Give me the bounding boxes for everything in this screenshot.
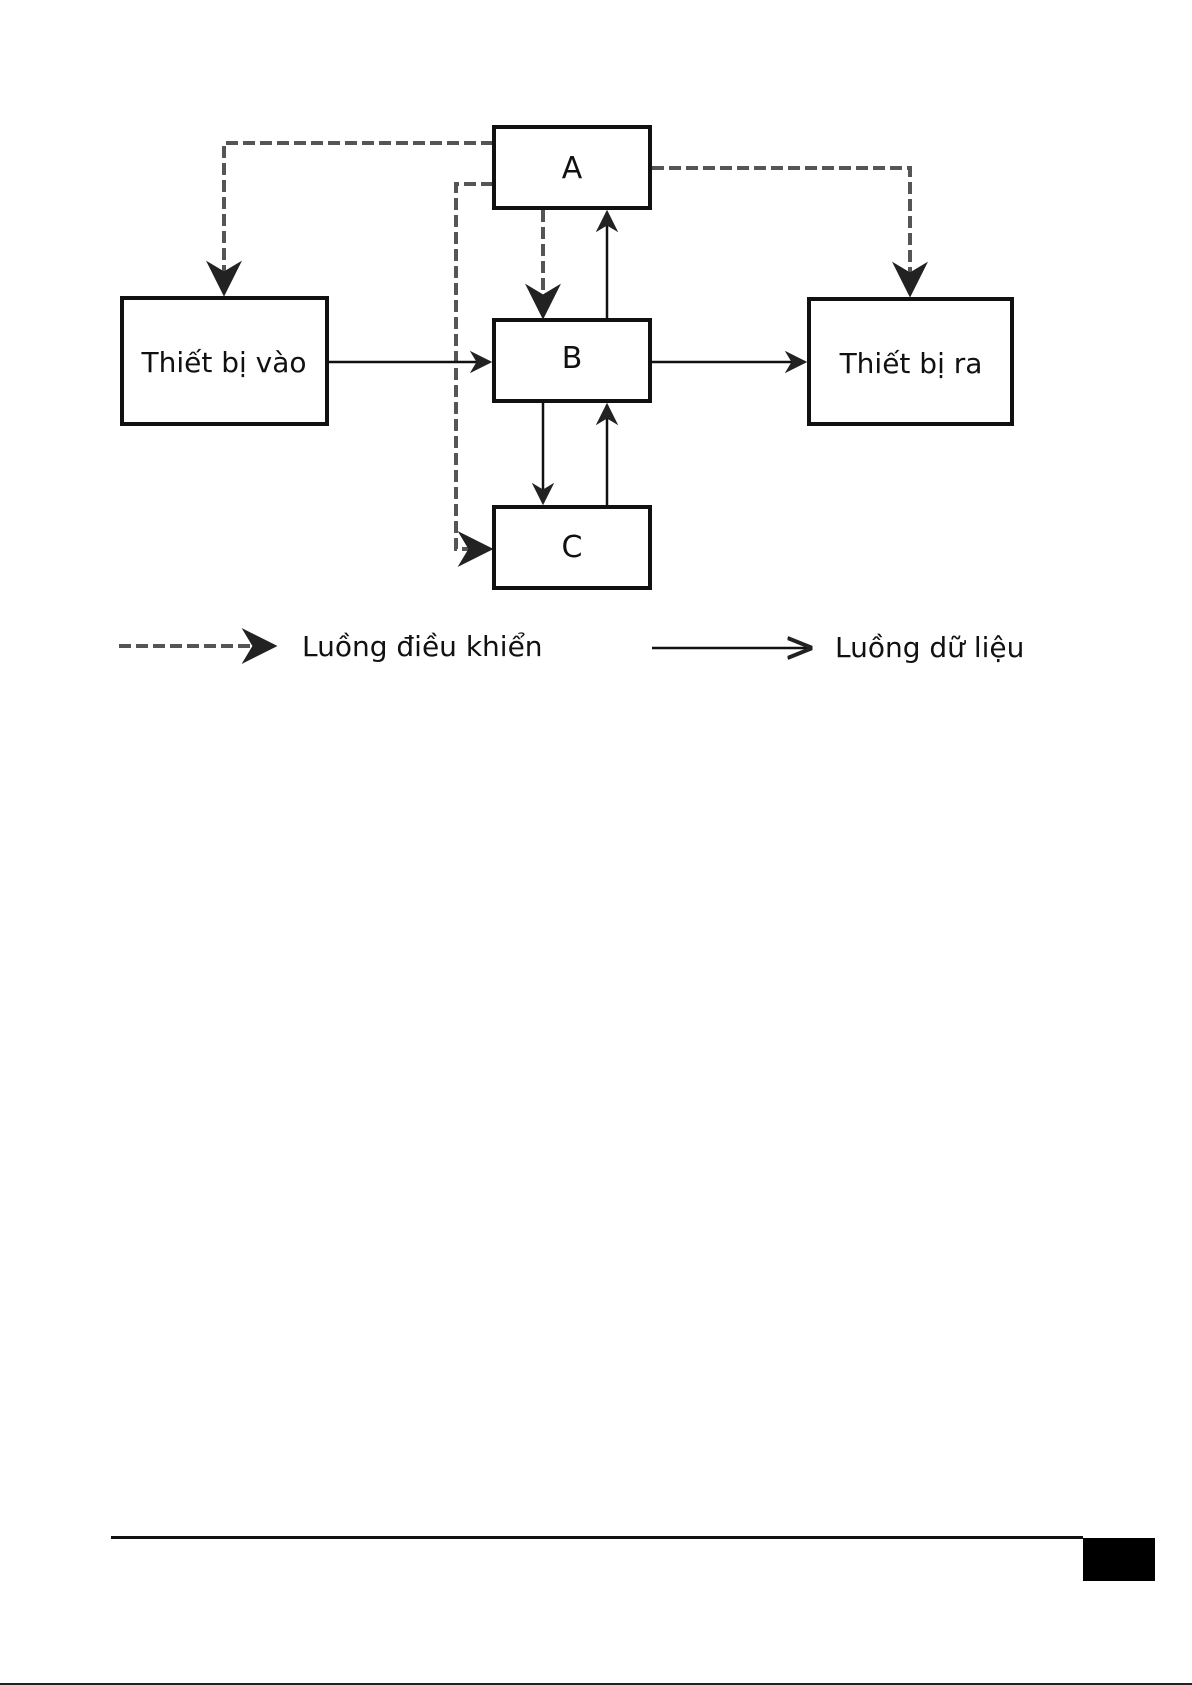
node-a-label: A (562, 151, 583, 186)
input-device-label: Thiết bị vào (140, 346, 306, 379)
node-c-label: C (562, 530, 583, 565)
legend-control-flow-label: Luồng điều khiển (302, 630, 543, 663)
node-b-label: B (562, 341, 583, 376)
control-edge-a-to-output (652, 168, 910, 294)
footer-rule (111, 1536, 1083, 1539)
control-edge-a-to-input (224, 143, 493, 293)
legend-data-flow-label: Luồng dữ liệu (835, 631, 1024, 664)
legend: Luồng điều khiển Luồng dữ liệu (119, 630, 1024, 664)
control-edge-a-to-c (456, 184, 493, 549)
output-device-label: Thiết bị ra (839, 347, 983, 380)
page-number-tab (1083, 1538, 1155, 1581)
